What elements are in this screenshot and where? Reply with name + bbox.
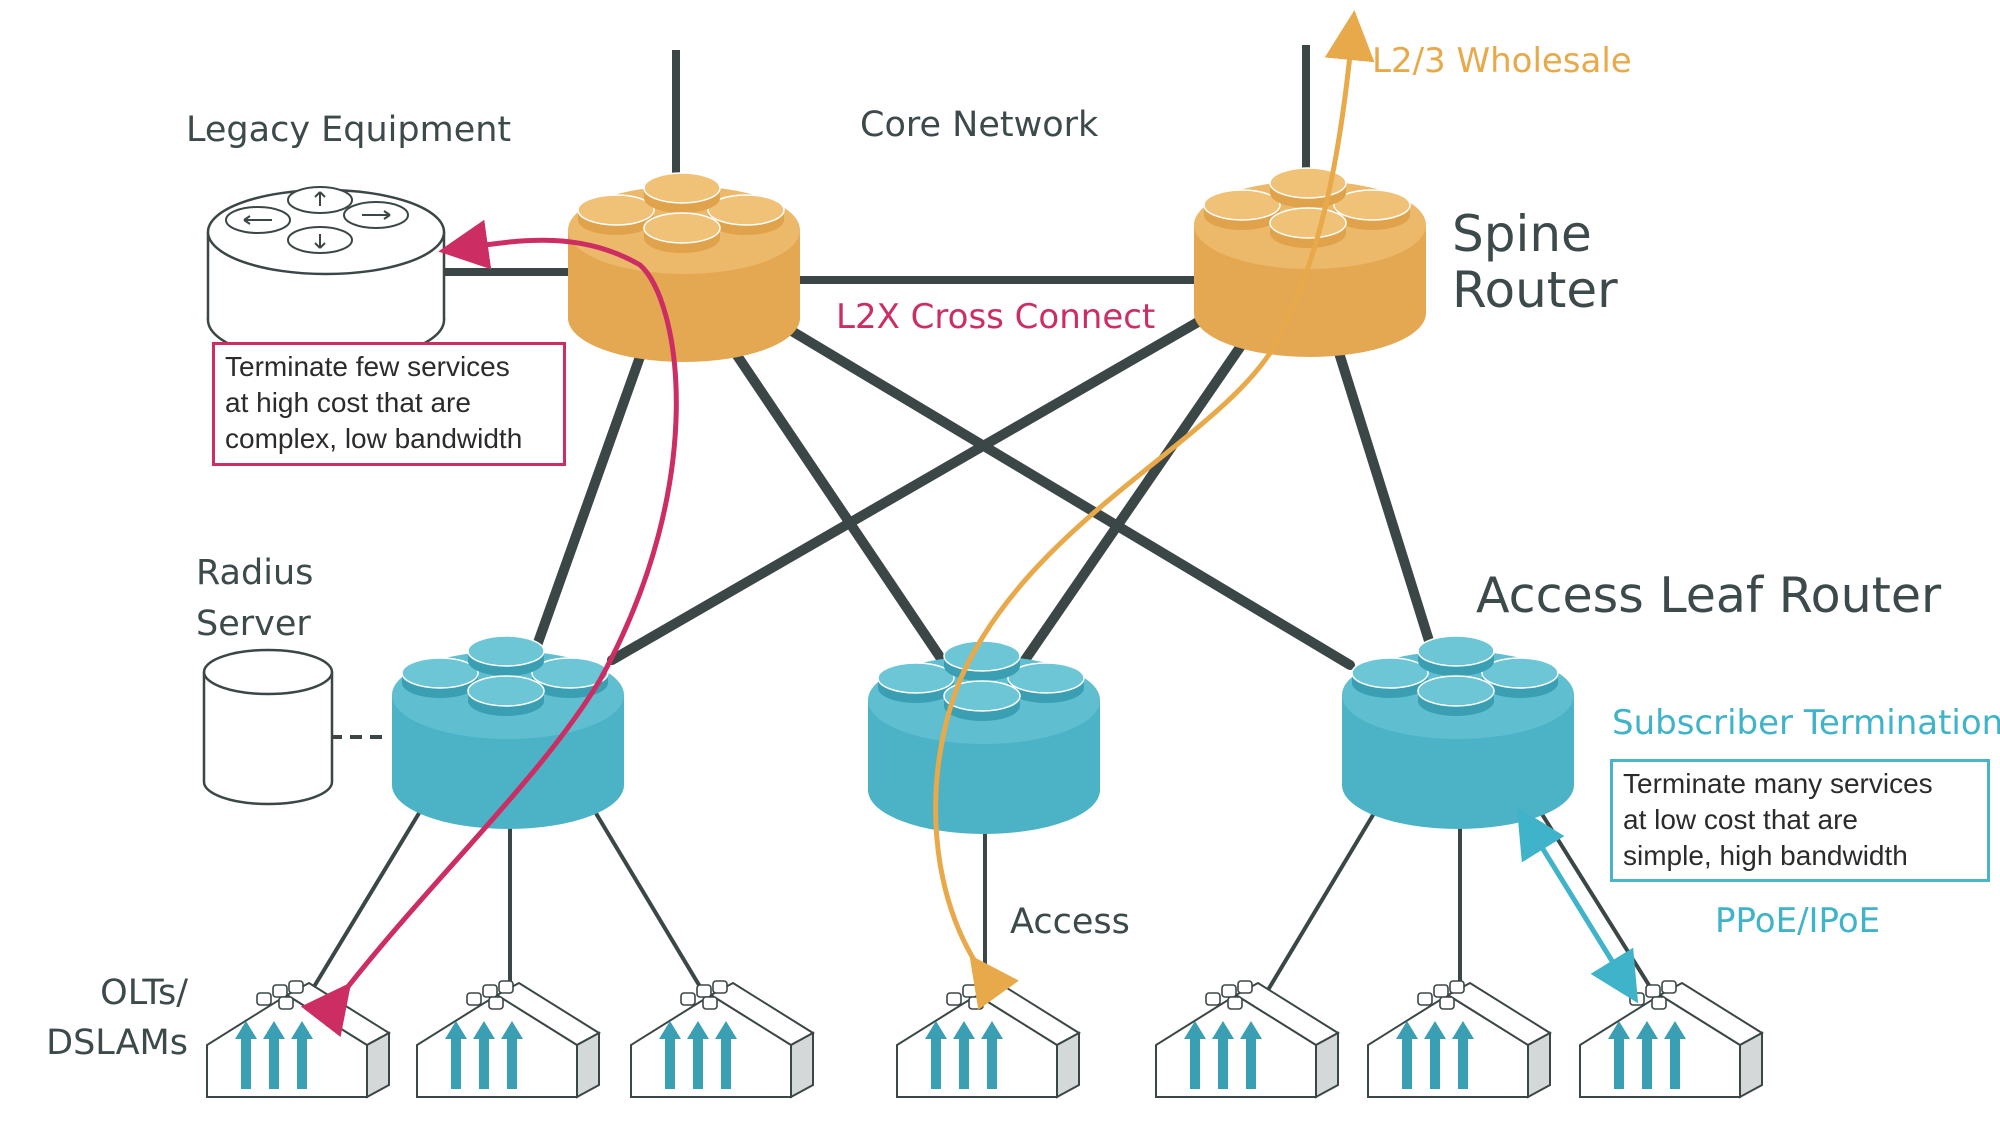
leaf-router-right-icon[interactable]: [1342, 635, 1574, 829]
subscriber-note: Terminate many services at low cost that…: [1610, 759, 1990, 882]
spine-router-left-icon[interactable]: [568, 172, 800, 362]
subscriber-termination-label: Subscriber Termination: [1612, 703, 2000, 743]
access-label: Access: [1010, 902, 1130, 942]
legacy-router-icon[interactable]: [206, 186, 446, 364]
olt-dslam-icon[interactable]: [1367, 980, 1552, 1099]
pppoe-ipoe-path: [1516, 806, 1639, 1004]
legacy-note: Terminate few services at high cost that…: [212, 342, 566, 466]
spine-interconnect: [445, 268, 1196, 284]
olt-dslam-row: [206, 980, 1764, 1099]
cross-connect-label: L2X Cross Connect: [836, 297, 1156, 337]
olt-dslam-icon[interactable]: [206, 980, 391, 1099]
pppoe-ipoe-label: PPoE/IPoE: [1715, 901, 1881, 941]
l2x-cross-connect-path: [300, 219, 679, 1038]
core-network-label: Core Network: [860, 105, 1099, 145]
legacy-equipment-label: Legacy Equipment: [186, 110, 512, 150]
olt-dslam-icon[interactable]: [896, 980, 1081, 1099]
olt-dslam-icon[interactable]: [1579, 980, 1764, 1099]
olt-dslam-icon[interactable]: [630, 980, 815, 1099]
radius-server-label: Radius Server: [196, 553, 314, 644]
radius-server-database-icon[interactable]: [202, 648, 334, 806]
olt-dslam-icon[interactable]: [416, 980, 601, 1099]
olt-dslam-icon[interactable]: [1155, 980, 1340, 1099]
wholesale-path: [933, 10, 1375, 1010]
spine-router-label: Spine Router: [1452, 205, 1618, 319]
wholesale-label: L2/3 Wholesale: [1372, 41, 1632, 81]
olts-dslams-label: OLTs/ DSLAMs: [46, 973, 188, 1063]
leaf-router-center-icon[interactable]: [868, 640, 1100, 834]
access-leaf-router-label: Access Leaf Router: [1476, 567, 1942, 624]
